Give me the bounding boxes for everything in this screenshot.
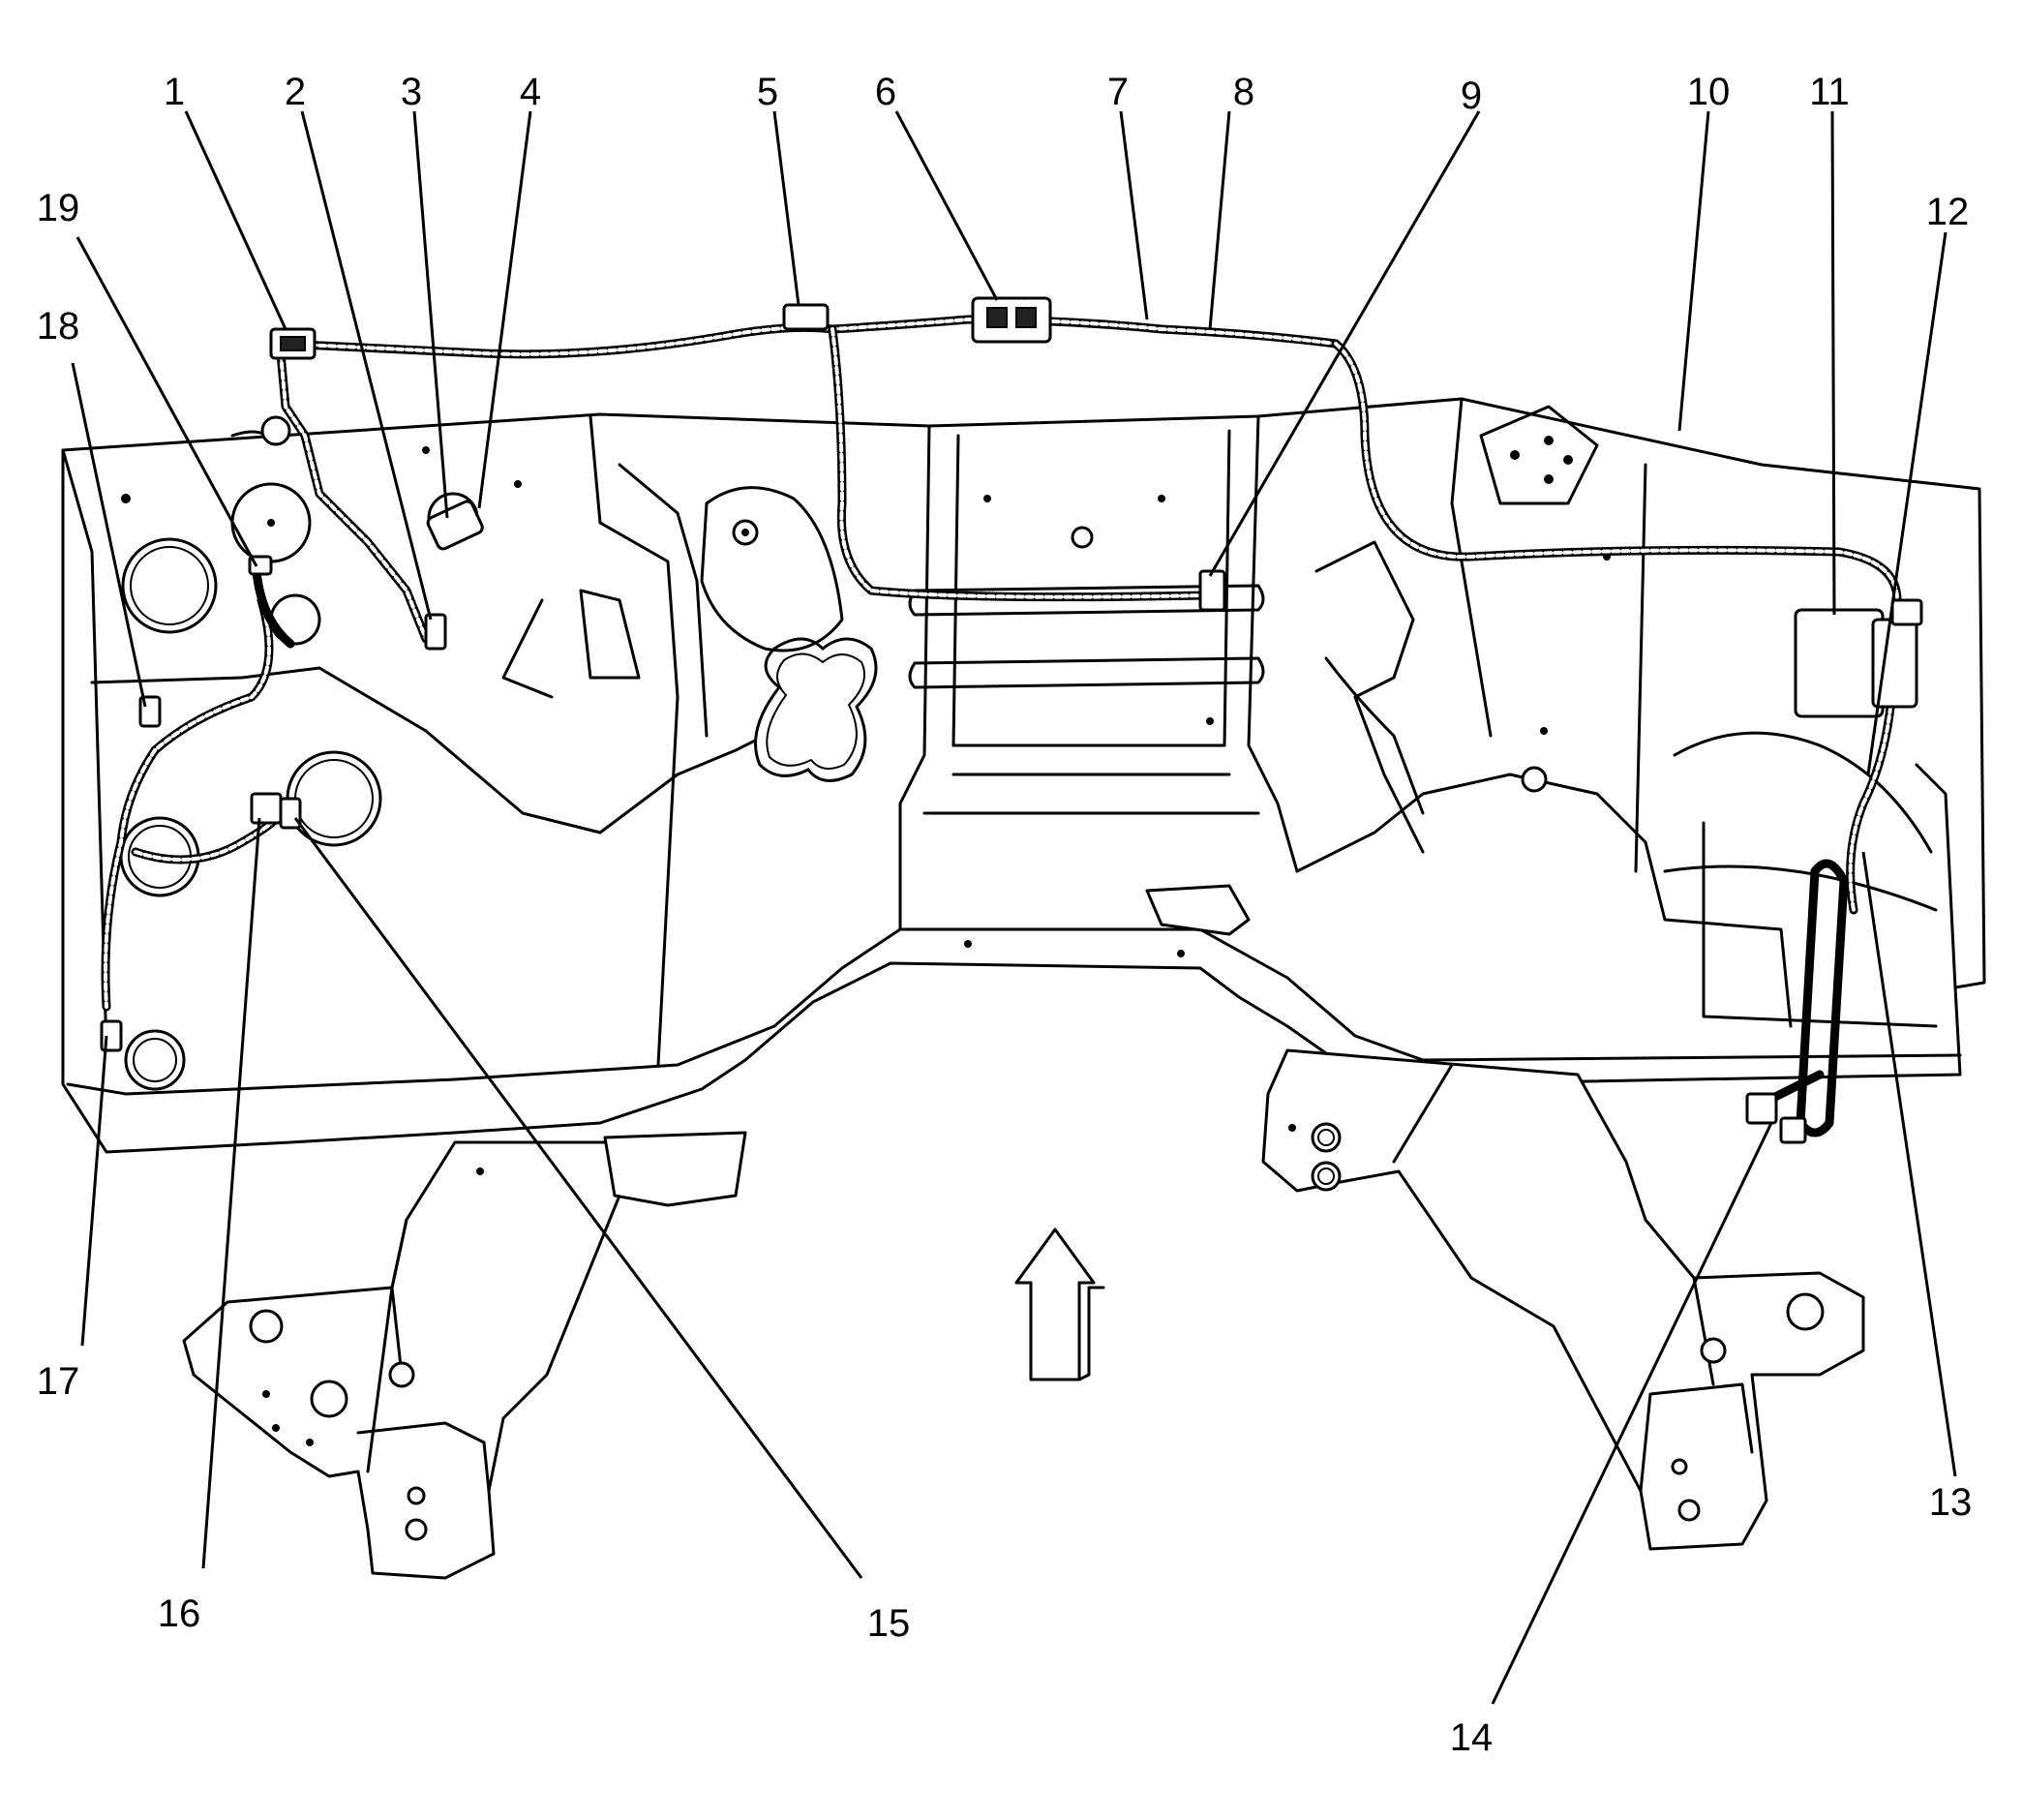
leader-lines <box>71 110 1957 1705</box>
callout-5: 5 <box>757 71 778 113</box>
callout-10: 10 <box>1687 71 1731 113</box>
callout-7: 7 <box>1107 71 1129 113</box>
callout-9: 9 <box>1461 75 1482 117</box>
callout-8: 8 <box>1233 71 1254 113</box>
callout-3: 3 <box>401 71 422 113</box>
callout-19: 19 <box>37 187 80 229</box>
callout-11: 11 <box>1809 71 1850 113</box>
callout-4: 4 <box>520 71 541 113</box>
connectors <box>100 296 1923 1144</box>
callout-13: 13 <box>1929 1481 1973 1524</box>
callout-17: 17 <box>37 1360 80 1403</box>
callout-14: 14 <box>1450 1716 1494 1759</box>
callout-1: 1 <box>164 71 185 113</box>
forward-arrow-icon <box>1014 1228 1105 1381</box>
callout-16: 16 <box>158 1592 201 1635</box>
callout-15: 15 <box>867 1602 911 1645</box>
callout-18: 18 <box>37 305 80 348</box>
callout-labels: 1 2 3 4 5 6 7 8 9 10 11 12 13 14 15 16 1… <box>37 71 1973 1759</box>
callout-6: 6 <box>875 71 896 113</box>
callout-12: 12 <box>1926 191 1970 233</box>
callout-2: 2 <box>285 71 306 113</box>
frame-rails <box>182 884 1865 1580</box>
dash-panel <box>61 397 1986 1154</box>
